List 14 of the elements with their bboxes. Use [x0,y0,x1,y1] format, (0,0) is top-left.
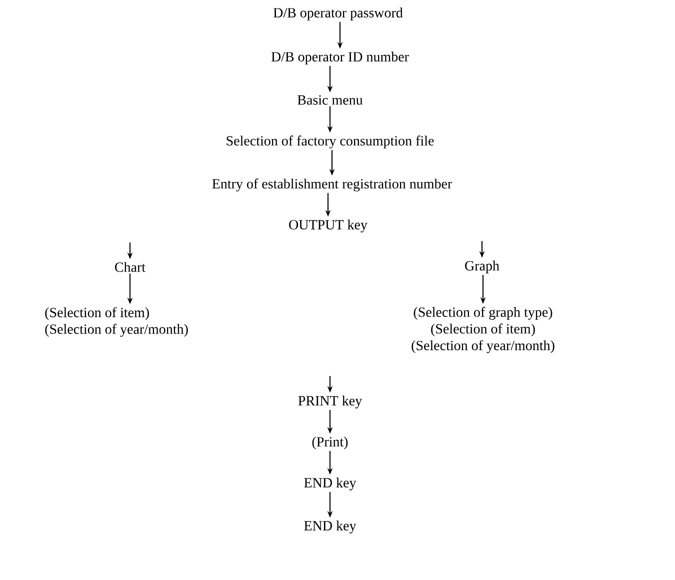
step-text: D/B operator password [273,8,403,20]
step-text: Selection of factory consumption file [226,136,434,148]
step-text: Entry of establishment registration number [212,178,452,192]
step-text: Basic menu [298,95,363,105]
step-list: (Selection of item) (Selection of year/month) [45,307,188,337]
step-text: END key [304,478,356,490]
step-text: OUTPUT key [289,220,368,232]
step-text: END key [304,520,356,534]
step-text: Chart [115,262,146,272]
step-text: PRINT key [298,396,362,408]
step-text: Graph [465,260,500,274]
step-list: (Selection of graph type) (Selection of item) (Selection of year/month) [412,306,554,354]
step-text: D/B operator ID number [271,52,409,64]
step-text: (Print) [312,436,348,450]
